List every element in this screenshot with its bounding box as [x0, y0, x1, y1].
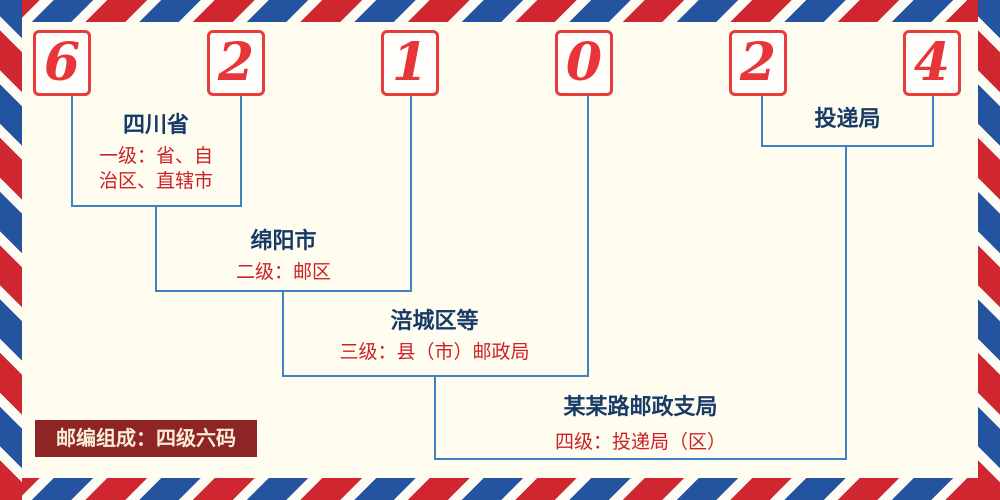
composition-badge: 邮编组成：四级六码 — [35, 420, 257, 457]
level1-name: 四川省 — [122, 113, 189, 138]
connector-line-level4-drop — [434, 375, 436, 460]
connector-line-delivery-left — [761, 96, 763, 147]
digit-3: 1 — [391, 32, 429, 93]
connector-line-level2-drop — [155, 205, 157, 292]
level2-desc-line1: 二级：邮区 — [235, 261, 331, 283]
digit-5: 2 — [739, 32, 777, 93]
airmail-border-bottom — [0, 478, 1000, 500]
connector-line-level4-right — [845, 145, 847, 460]
delivery-office-label: 投递局 — [763, 106, 932, 134]
airmail-border-left — [0, 0, 22, 500]
connector-line-level3-right — [587, 96, 589, 377]
digit-2: 2 — [217, 32, 255, 93]
level3-desc-line1: 三级：县（市）邮政局 — [339, 341, 530, 363]
digit-box-4: 0 — [555, 30, 613, 96]
connector-line-level4-bottom — [434, 458, 847, 460]
level3-desc: 三级：县（市）邮政局 — [284, 340, 585, 365]
level2-desc: 二级：邮区 — [157, 260, 410, 285]
digit-box-3: 1 — [381, 30, 439, 96]
airmail-border-top — [0, 0, 1000, 22]
delivery-office-name: 投递局 — [814, 107, 881, 132]
airmail-border-right — [978, 0, 1000, 500]
digit-box-5: 2 — [729, 30, 787, 96]
connector-line-level1-left — [71, 96, 73, 207]
level1-desc-line2: 治区、直辖市 — [98, 170, 213, 192]
level1-desc: 一级：省、自 治区、直辖市 — [74, 144, 238, 194]
level1-desc-line1: 一级：省、自 — [98, 145, 213, 167]
connector-line-level2-right — [410, 96, 412, 292]
connector-line-level3-drop — [282, 290, 284, 377]
level3-name: 涪城区等 — [390, 309, 479, 334]
level4-desc: 四级：投递局（区） — [436, 430, 845, 455]
digit-box-1: 6 — [33, 30, 91, 96]
level2-name: 绵阳市 — [250, 229, 317, 254]
level4-name: 某某路邮政支局 — [563, 395, 718, 420]
level3-label: 涪城区等 三级：县（市）邮政局 — [284, 308, 585, 365]
level1-label: 四川省 一级：省、自 治区、直辖市 — [74, 112, 238, 194]
connector-line-level1-right — [240, 96, 242, 207]
level2-label: 绵阳市 二级：邮区 — [157, 228, 410, 285]
level4-label: 某某路邮政支局 四级：投递局（区） — [436, 394, 845, 455]
digit-box-2: 2 — [207, 30, 265, 96]
digit-1: 6 — [43, 32, 81, 93]
digit-6: 4 — [913, 32, 951, 93]
connector-line-delivery-bottom — [761, 145, 934, 147]
digit-4: 0 — [565, 32, 603, 93]
digit-box-6: 4 — [903, 30, 961, 96]
connector-line-delivery-right — [932, 96, 934, 147]
level4-desc-line1: 四级：投递局（区） — [554, 431, 726, 453]
